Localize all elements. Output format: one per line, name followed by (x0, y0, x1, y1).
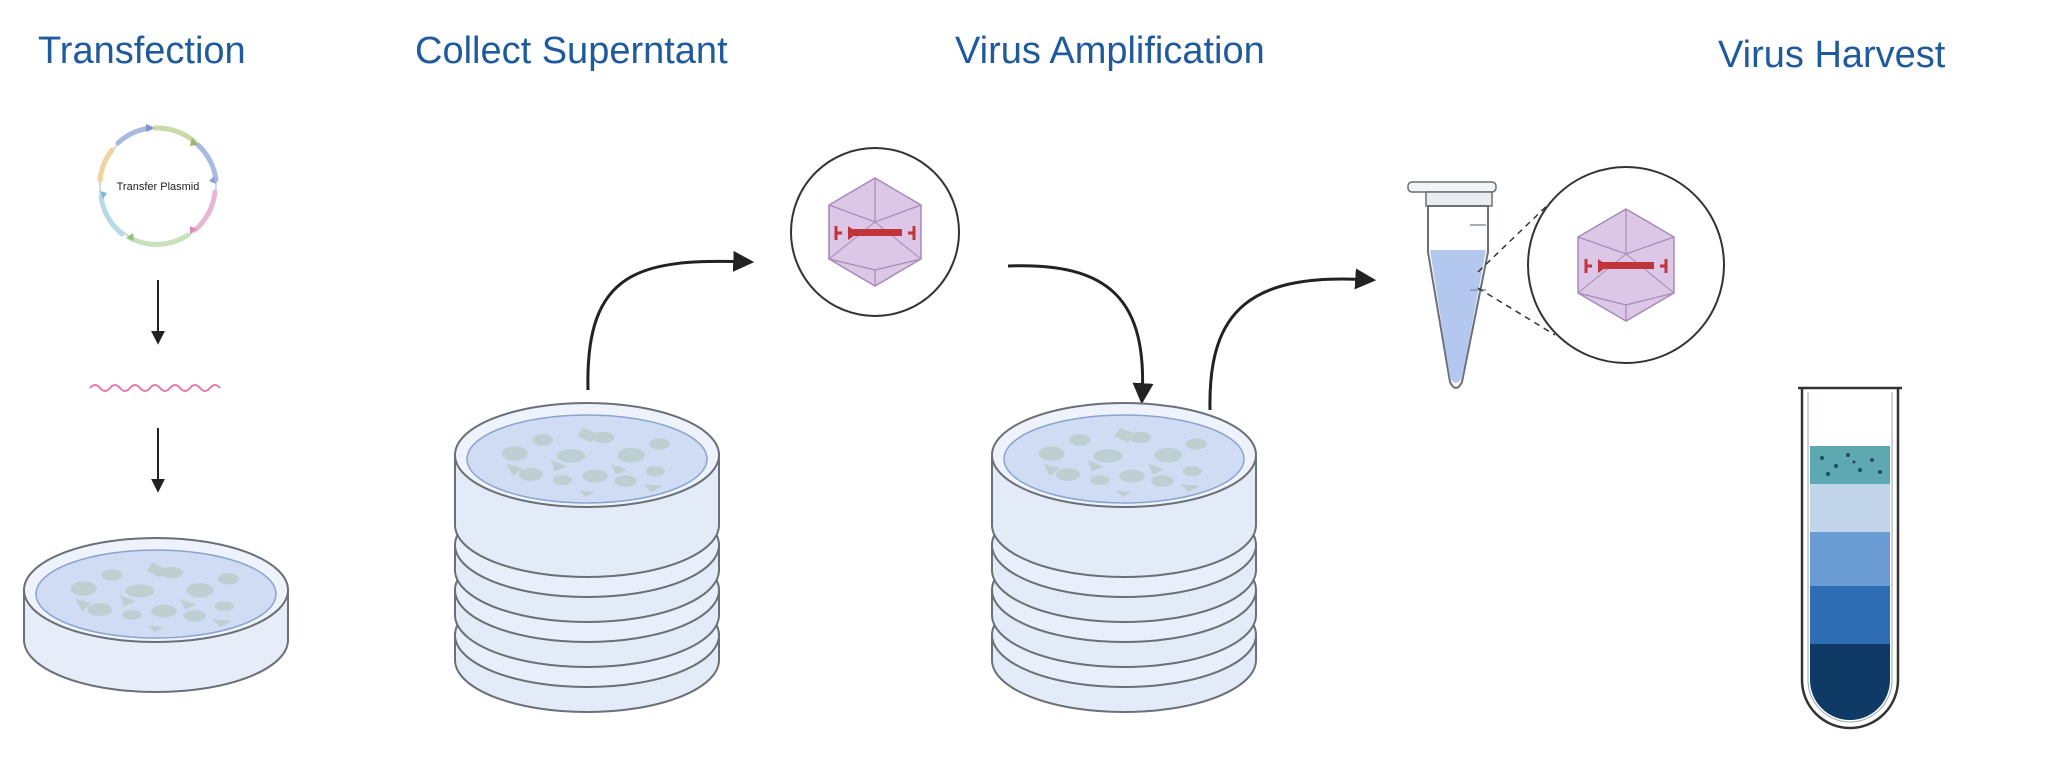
microcentrifuge-tube-icon (1407, 181, 1497, 389)
virus-particle-icon (1527, 166, 1725, 364)
stage-title-collect-supernatant: Collect Superntant (415, 30, 728, 72)
density-gradient-tube-icon (1798, 386, 1902, 730)
virus-particle-icon (790, 147, 960, 317)
petri-dish-icon (454, 402, 720, 578)
zoom-guide-line (1477, 287, 1556, 336)
rna-strand-icon (89, 384, 221, 392)
petri-dish-icon (23, 537, 289, 693)
petri-dish-icon (991, 402, 1257, 578)
stage-title-virus-amplification: Virus Amplification (955, 30, 1265, 72)
stacked-petri-dishes-amplification (991, 402, 1257, 713)
arrow-amplification-to-tube (1208, 268, 1377, 411)
viral-genome-icon (834, 226, 916, 240)
stacked-petri-dishes-collect (454, 402, 720, 713)
stage-title-transfection: Transfection (38, 30, 246, 72)
stage-title-virus-harvest: Virus Harvest (1718, 34, 1946, 76)
plasmid-label: Transfer Plasmid (117, 181, 200, 193)
arrow-virus-to-amplification (1007, 264, 1154, 405)
viral-genome-icon (1584, 259, 1668, 273)
arrow-collect-to-virus (586, 250, 755, 391)
zoom-guide-line (1477, 197, 1556, 273)
transfer-plasmid-icon: Transfer Plasmid (97, 124, 219, 247)
